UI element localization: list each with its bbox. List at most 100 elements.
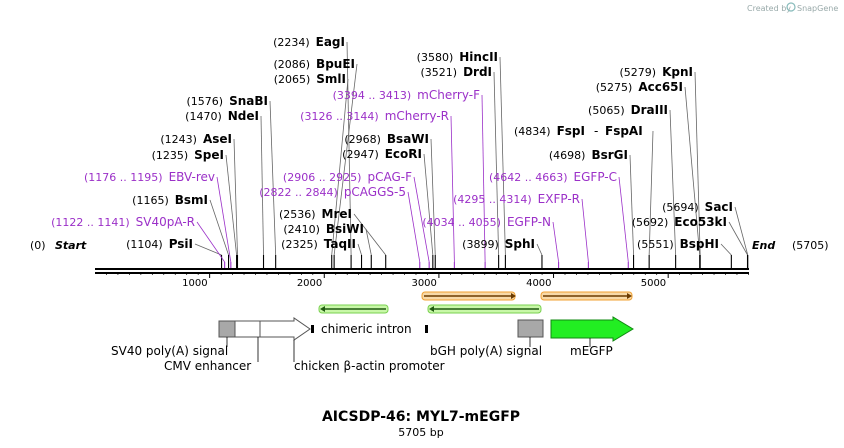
chimeric-intron-end-marker xyxy=(425,325,428,333)
enzyme-name[interactable]: BsmI xyxy=(175,193,208,207)
end-position: (5705) xyxy=(792,239,829,252)
primer-labels: mCherry-F (3394 .. 3413) mCherry-R (3126 ..… xyxy=(51,88,617,229)
primer-range: (3394 .. 3413) xyxy=(333,89,412,102)
enzyme-name[interactable]: BsaWI xyxy=(387,132,429,146)
primer-name[interactable]: mCherry-F xyxy=(417,88,480,102)
enzyme-leader-line xyxy=(728,221,748,256)
enzyme-position: (1235) xyxy=(152,149,189,162)
enzyme-name[interactable]: DrdI xyxy=(463,65,492,79)
enzyme-name[interactable]: HincII xyxy=(459,50,498,64)
primer-name[interactable]: EXFP-R xyxy=(538,192,580,206)
enzyme-name[interactable]: BsrGI xyxy=(591,148,628,162)
sv40-polya-feature[interactable] xyxy=(218,320,236,338)
enzyme-position: (4834) xyxy=(514,125,551,138)
enzyme-name[interactable]: DraIII xyxy=(631,103,668,117)
orf-arrow-2[interactable] xyxy=(540,291,633,301)
enzyme-position: (4698) xyxy=(549,149,586,162)
primer-name[interactable]: EGFP-N xyxy=(507,215,551,229)
enzyme-name[interactable]: PsiI xyxy=(169,237,193,251)
megfp-label: mEGFP xyxy=(570,344,613,358)
enzyme-position: (1576) xyxy=(187,95,224,108)
green-arrow-2[interactable] xyxy=(427,304,542,314)
primer-name[interactable]: pCAG-F xyxy=(367,170,412,184)
cmv-enhancer-feature[interactable] xyxy=(234,317,311,341)
enzyme-position: (1165) xyxy=(132,194,169,207)
enzyme-leader-line xyxy=(423,153,434,256)
credit-brand: SnapGene xyxy=(797,4,838,13)
end-label: End xyxy=(752,239,775,252)
primer-name[interactable]: EBV-rev xyxy=(169,170,215,184)
enzyme-leader-line xyxy=(269,100,277,256)
enzyme-leader-line xyxy=(357,243,362,256)
enzyme-name[interactable]: SacI xyxy=(705,200,733,214)
credit-text: Created by xyxy=(747,4,791,13)
enzyme-position: (5275) xyxy=(596,81,633,94)
primer-range: (2822 .. 2844) xyxy=(259,186,338,199)
ruler-tick-label: 5000 xyxy=(641,278,666,289)
enzyme-position: (5065) xyxy=(588,104,625,117)
enzyme-position: (2086) xyxy=(273,58,310,71)
enzyme-position: (2410) xyxy=(283,223,320,236)
enzyme-labels: EagI(2234)BpuEI(2086)SmlI(2065)SnaBI(157… xyxy=(126,35,733,251)
primer-leader-line xyxy=(407,191,421,263)
green-arrow-1[interactable] xyxy=(318,304,389,314)
enzyme-name[interactable]: SpeI xyxy=(194,148,224,162)
enzyme-position: (1470) xyxy=(185,110,222,123)
primer-range: (1176 .. 1195) xyxy=(84,171,163,184)
enzyme-leader-line xyxy=(331,78,349,256)
enzyme-position: (2536) xyxy=(279,208,316,221)
enzyme-leader-line xyxy=(430,138,436,256)
enzyme-name[interactable]: SphI xyxy=(505,237,535,251)
primer-leader-line xyxy=(450,115,455,263)
enzyme-name[interactable]: Eco53kI xyxy=(674,215,727,229)
map-length: 5705 bp xyxy=(398,426,443,439)
enzyme-position: (2947) xyxy=(342,148,379,161)
chicken-actin-promoter-label: chicken β-actin promoter xyxy=(294,359,445,373)
enzyme-position: (2968) xyxy=(344,133,381,146)
enzyme-name[interactable]: BspHI xyxy=(680,237,719,251)
megfp-feature[interactable] xyxy=(550,316,634,342)
primer-range: (1122 .. 1141) xyxy=(51,216,130,229)
enzyme-position: (1243) xyxy=(160,133,197,146)
enzyme-leader-line xyxy=(353,213,387,256)
primer-range: (4295 .. 4314) xyxy=(453,193,532,206)
enzyme-name[interactable]: FspI xyxy=(557,124,585,138)
enzyme-name[interactable]: BsiWI xyxy=(326,222,364,236)
sequence-backbone-bottom xyxy=(95,272,749,274)
enzyme-name[interactable]: NdeI xyxy=(228,109,259,123)
primer-name[interactable]: mCherry-R xyxy=(385,109,449,123)
enzyme-name[interactable]: MreI xyxy=(322,207,352,221)
enzyme-name[interactable]: Acc65I xyxy=(638,80,683,94)
enzyme-leader-line xyxy=(365,228,372,256)
primer-leader-line xyxy=(581,198,589,263)
enzyme-name[interactable]: BpuEI xyxy=(316,57,355,71)
orf-arrow-1[interactable] xyxy=(421,291,516,301)
enzyme-position: (2065) xyxy=(274,73,311,86)
start-label: Start xyxy=(55,239,87,252)
enzyme-name[interactable]: TaqII xyxy=(324,237,356,251)
enzyme-name[interactable]: KpnI xyxy=(662,65,693,79)
enzyme-position: (1104) xyxy=(126,238,163,251)
primer-name[interactable]: pCAGGS-5 xyxy=(344,185,406,199)
enzyme-name[interactable]: AseI xyxy=(203,132,232,146)
enzyme-name[interactable]: FspAI xyxy=(605,124,643,138)
enzyme-position: (3521) xyxy=(420,66,457,79)
enzyme-leader-line xyxy=(260,115,264,256)
enzyme-leader-line xyxy=(536,243,543,256)
primer-name[interactable]: SV40pA-R xyxy=(136,215,195,229)
enzyme-name[interactable]: EagI xyxy=(316,35,345,49)
enzyme-leader-line xyxy=(333,63,358,256)
enzyme-position: (5694) xyxy=(662,201,699,214)
primer-name[interactable]: EGFP-C xyxy=(574,170,617,184)
sequence-backbone-top xyxy=(95,268,749,270)
primer-range: (3126 .. 3144) xyxy=(300,110,379,123)
enzyme-name[interactable]: SnaBI xyxy=(229,94,268,108)
enzyme-name[interactable]: EcoRI xyxy=(385,147,422,161)
bgh-polya-feature[interactable] xyxy=(517,319,544,338)
enzyme-position: (2325) xyxy=(281,238,318,251)
enzyme-name[interactable]: SmlI xyxy=(316,72,346,86)
bgh-polya-label: bGH poly(A) signal xyxy=(430,344,542,358)
primer-leader-line xyxy=(552,221,559,263)
